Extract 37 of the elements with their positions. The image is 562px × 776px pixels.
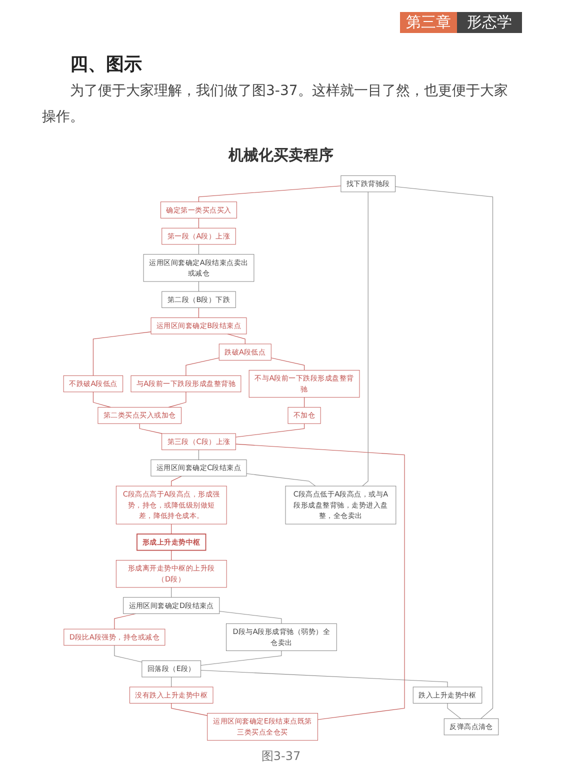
connector (186, 358, 220, 376)
intro-paragraph: 为了便于大家理解，我们做了图3-37。这样就一目了然，也更便于大家操作。 (42, 82, 509, 127)
connector (198, 244, 200, 255)
section-heading: 四、图示 (70, 53, 142, 76)
connector (171, 524, 172, 534)
connector (171, 676, 172, 688)
connector (227, 334, 246, 344)
diagram-title: 机械化买卖程序 (227, 146, 334, 165)
connector (171, 476, 182, 486)
connector (219, 610, 282, 624)
connector (304, 397, 305, 408)
connector (168, 392, 186, 408)
connector (362, 192, 368, 486)
connector (246, 473, 316, 486)
connector (198, 450, 200, 460)
connector (114, 613, 136, 630)
connector (114, 645, 142, 662)
connector (200, 650, 282, 666)
connector (92, 392, 112, 408)
connector (171, 587, 172, 598)
connector (198, 186, 342, 202)
connector (447, 703, 462, 719)
connector (92, 332, 152, 376)
connector (198, 307, 200, 318)
chapter-tab: 第三章 (400, 12, 457, 33)
connector (171, 703, 208, 716)
connector (200, 670, 448, 688)
connector (171, 550, 172, 561)
connector (198, 281, 200, 292)
connector (235, 423, 305, 438)
connector (139, 423, 162, 434)
figure-caption: 图3-37 (260, 748, 302, 765)
connector (198, 218, 200, 228)
chapter-title: 形态学 (457, 12, 522, 33)
connector (235, 444, 405, 720)
connector (270, 358, 305, 370)
connector (394, 186, 494, 719)
